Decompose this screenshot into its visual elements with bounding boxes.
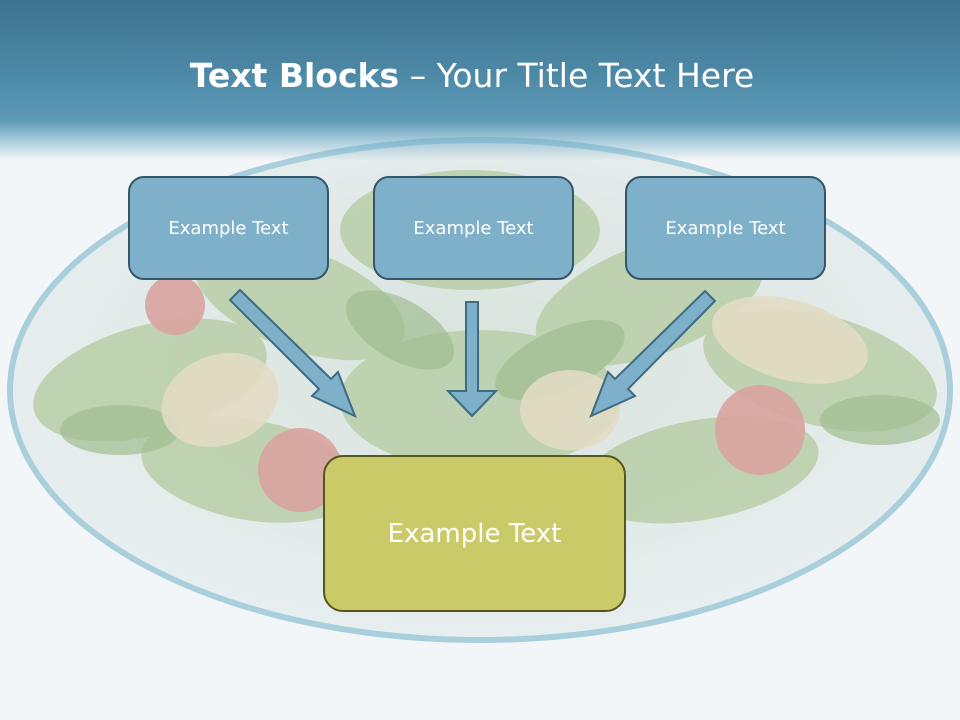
example-text-box-center: Example Text [373, 176, 574, 280]
slide-title: Text Blocks – Your Title Text Here [0, 58, 944, 94]
slide-title-bold: Text Blocks [189, 56, 400, 95]
example-text-box-right: Example Text [625, 176, 826, 280]
slide-header-band [0, 0, 960, 160]
example-text-box-main: Example Text [323, 455, 626, 612]
slide-title-rest: – Your Title Text Here [399, 56, 755, 95]
example-text-box-left: Example Text [128, 176, 329, 280]
